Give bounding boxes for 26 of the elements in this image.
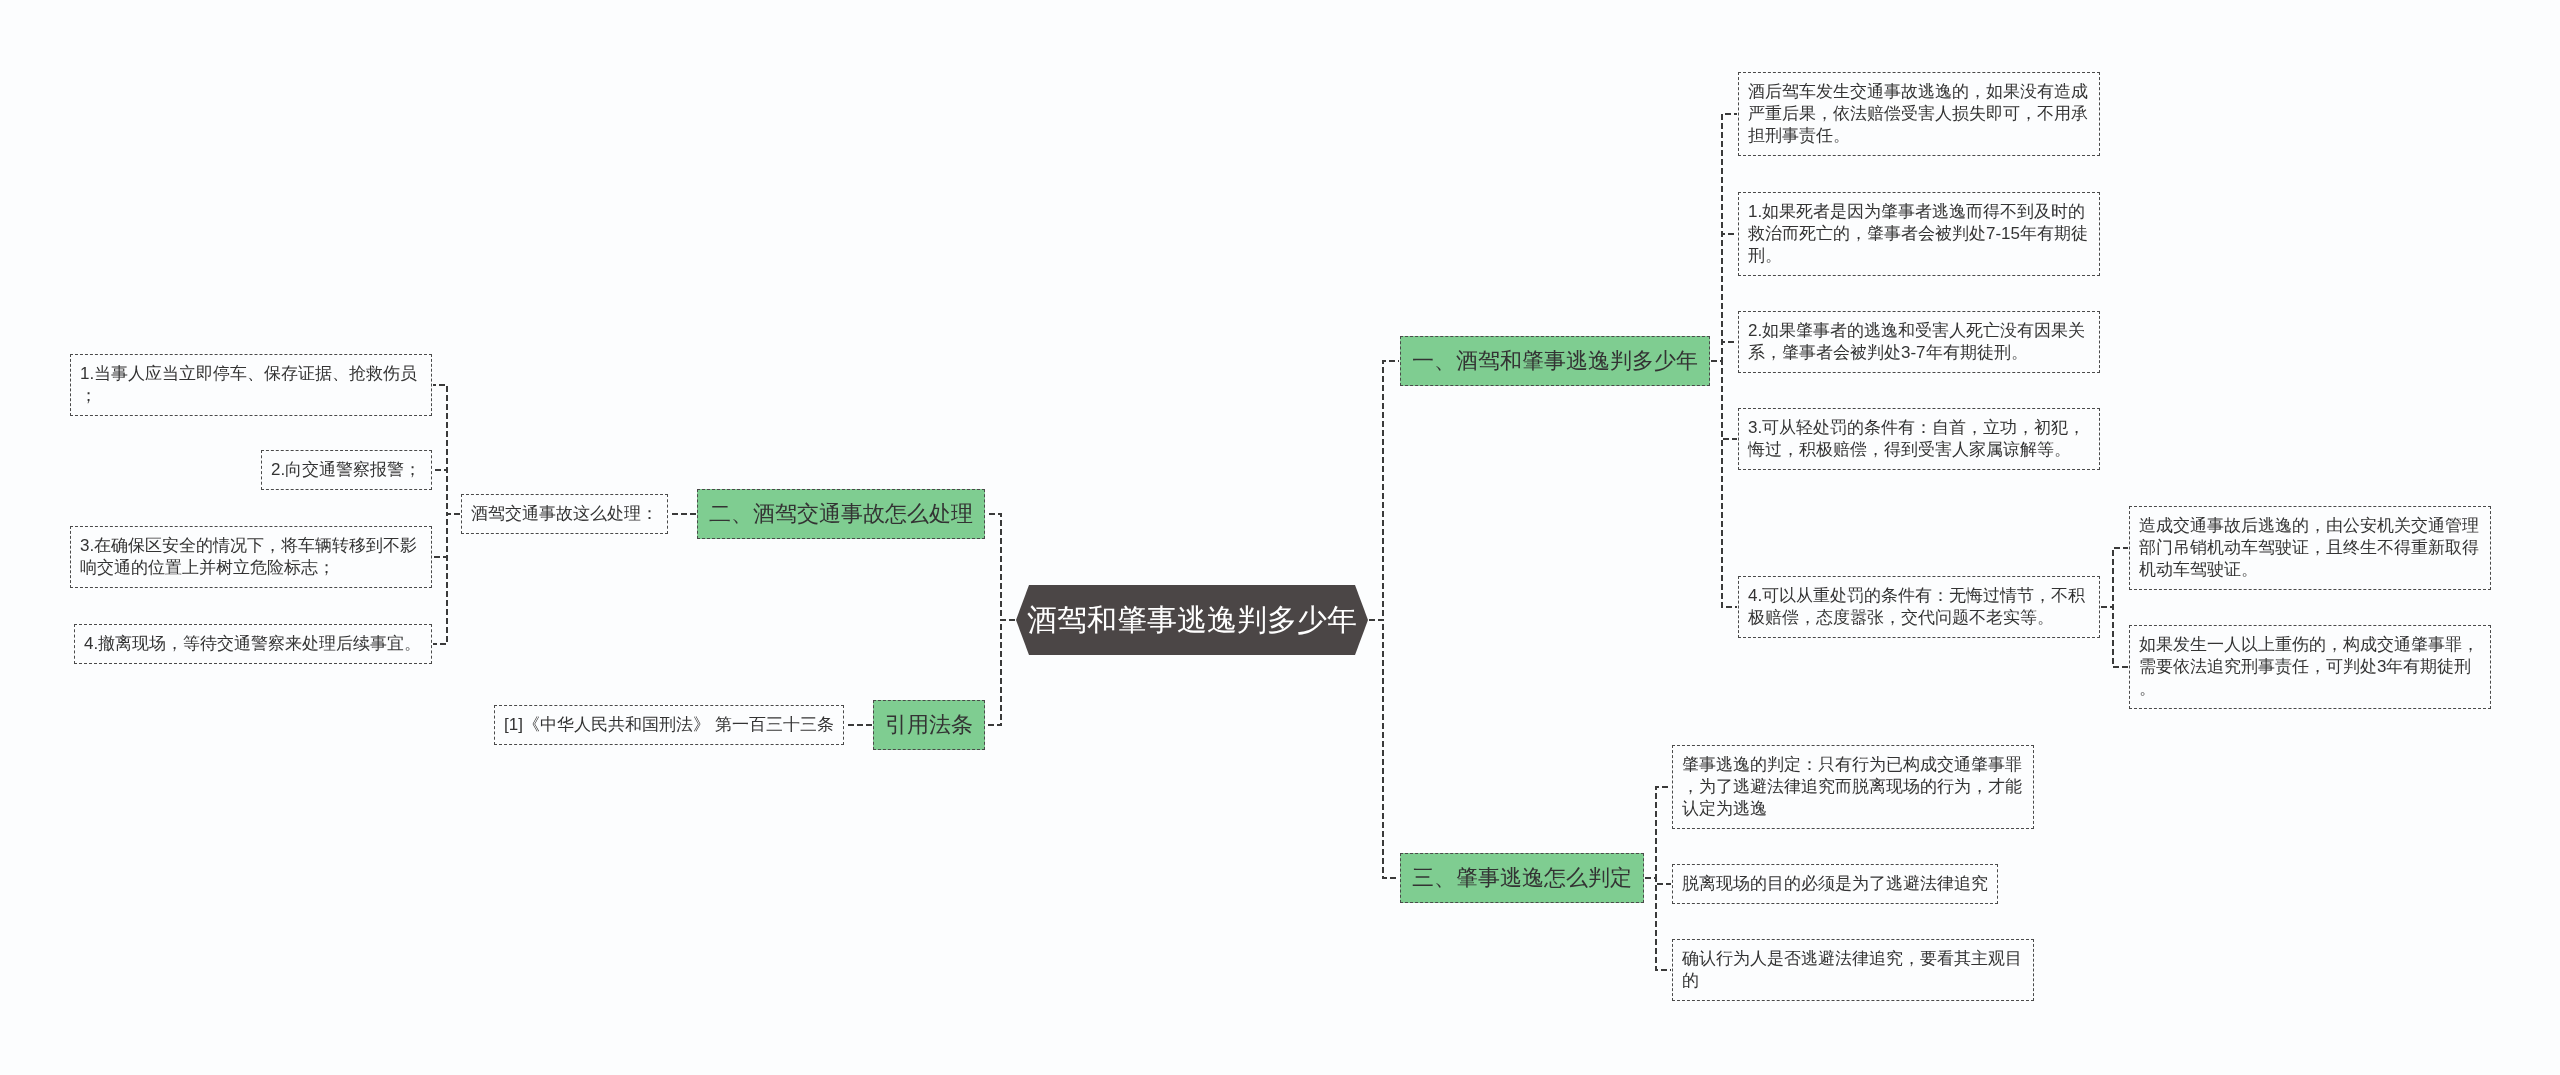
note-box: 1.当事人应当立即停车、保存证据、抢救伤员；: [70, 354, 432, 416]
note-box: 酒驾交通事故这么处理：: [461, 494, 668, 534]
note-box: 4.撤离现场，等待交通警察来处理后续事宜。: [74, 624, 432, 664]
note-box: 3.在确保区安全的情况下，将车辆转移到不影响交通的位置上并树立危险标志；: [70, 526, 432, 588]
topic-box: 三、肇事逃逸怎么判定: [1400, 853, 1644, 903]
note-box: 2.向交通警察报警；: [261, 450, 432, 490]
central-topic: 酒驾和肇事逃逸判多少年: [1016, 585, 1368, 655]
note-box: 2.如果肇事者的逃逸和受害人死亡没有因果关系，肇事者会被判处3-7年有期徒刑。: [1738, 311, 2100, 373]
topic-box: 一、酒驾和肇事逃逸判多少年: [1400, 336, 1710, 386]
connector-line: [2100, 606, 2129, 668]
note-box: 如果发生一人以上重伤的，构成交通肇事罪，需要依法追究刑事责任，可判处3年有期徒刑。: [2129, 625, 2491, 709]
connector-line: [1710, 360, 1738, 608]
connector-line: [432, 513, 461, 645]
connector-line: [985, 619, 1016, 726]
note-box: 确认行为人是否逃避法律追究，要看其主观目的: [1672, 939, 2034, 1001]
note-box: 1.如果死者是因为肇事者逃逸而得不到及时的救治而死亡的，肇事者会被判处7-15年有期徒刑。: [1738, 192, 2100, 276]
topic-box: 二、酒驾交通事故怎么处理: [697, 489, 985, 539]
topic-box: 引用法条: [873, 700, 985, 750]
note-box: 3.可从轻处罚的条件有：自首，立功，初犯，悔过，积极赔偿，得到受害人家属谅解等。: [1738, 408, 2100, 470]
note-box: 酒后驾车发生交通事故逃逸的，如果没有造成严重后果，依法赔偿受害人损失即可，不用承担刑事责任。: [1738, 72, 2100, 156]
note-box: 脱离现场的目的必须是为了逃避法律追究: [1672, 864, 1998, 904]
note-box: 造成交通事故后逃逸的，由公安机关交通管理部门吊销机动车驾驶证，且终生不得重新取得机动车驾驶证。: [2129, 506, 2491, 590]
connector-line: [1644, 877, 1672, 971]
note-box: [1]《中华人民共和国刑法》 第一百三十三条: [494, 705, 844, 745]
note-box: 4.可以从重处罚的条件有：无悔过情节，不积极赔偿，态度嚣张，交代问题不老实等。: [1738, 576, 2100, 638]
note-box: 肇事逃逸的判定：只有行为已构成交通肇事罪，为了逃避法律追究而脱离现场的行为，才能认定为逃逸: [1672, 745, 2034, 829]
